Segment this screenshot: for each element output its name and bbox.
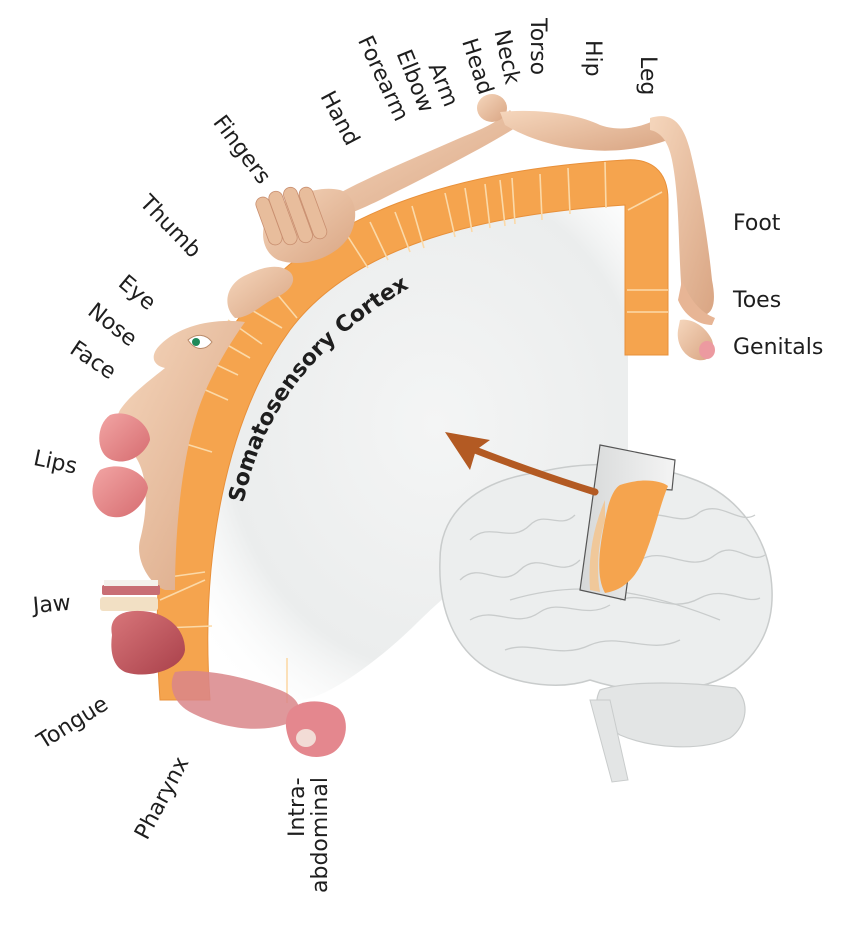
brain-stem [589,699,629,783]
brain-illustration [439,432,773,783]
fingers [255,186,328,246]
jaw-upper [102,585,160,595]
forearm-arm [318,110,520,222]
label-abdominal: abdominal [308,777,333,893]
foot [678,280,715,325]
label-genitals: Genitals [733,335,824,360]
jaw-lower [100,597,158,611]
homunculus-body [227,94,715,361]
arrow-icon [466,444,599,496]
label-leg: Leg [635,56,660,96]
brain-cerebellum [596,682,746,748]
genitals-tip [699,341,715,359]
arrow-head [445,432,490,470]
lower-lip [92,466,148,518]
cortex-dividers [159,161,668,703]
intra-abdominal [285,701,346,757]
label-toes: Toes [733,288,782,313]
label-jaw: Jaw [31,590,72,619]
label-hip: Hip [580,40,605,77]
label-foot: Foot [733,211,781,236]
torso [500,110,668,151]
label-torso: Torso [525,18,550,76]
homunculus-face [92,320,346,757]
pharynx [171,670,300,729]
cortex-inner-region [199,200,628,700]
upper-lip [99,413,150,462]
thumb [227,266,294,318]
tongue [111,610,185,675]
label-intra: Intra- [285,777,310,837]
leg [650,116,714,316]
face-profile [116,320,245,590]
head [477,94,507,122]
brain-cutaway-cortex [599,480,668,593]
